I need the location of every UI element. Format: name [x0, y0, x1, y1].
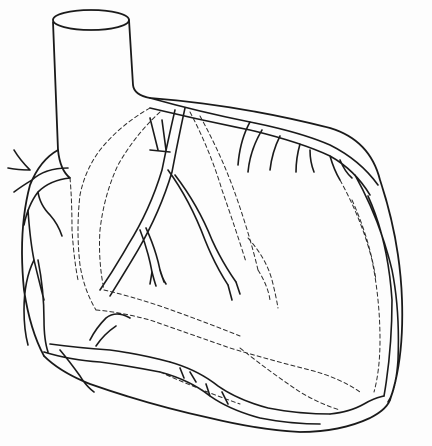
aorta: [53, 10, 150, 178]
right-coronary-system: [8, 150, 170, 392]
left-coronary-system: [150, 98, 398, 402]
central-branches: [100, 108, 240, 300]
